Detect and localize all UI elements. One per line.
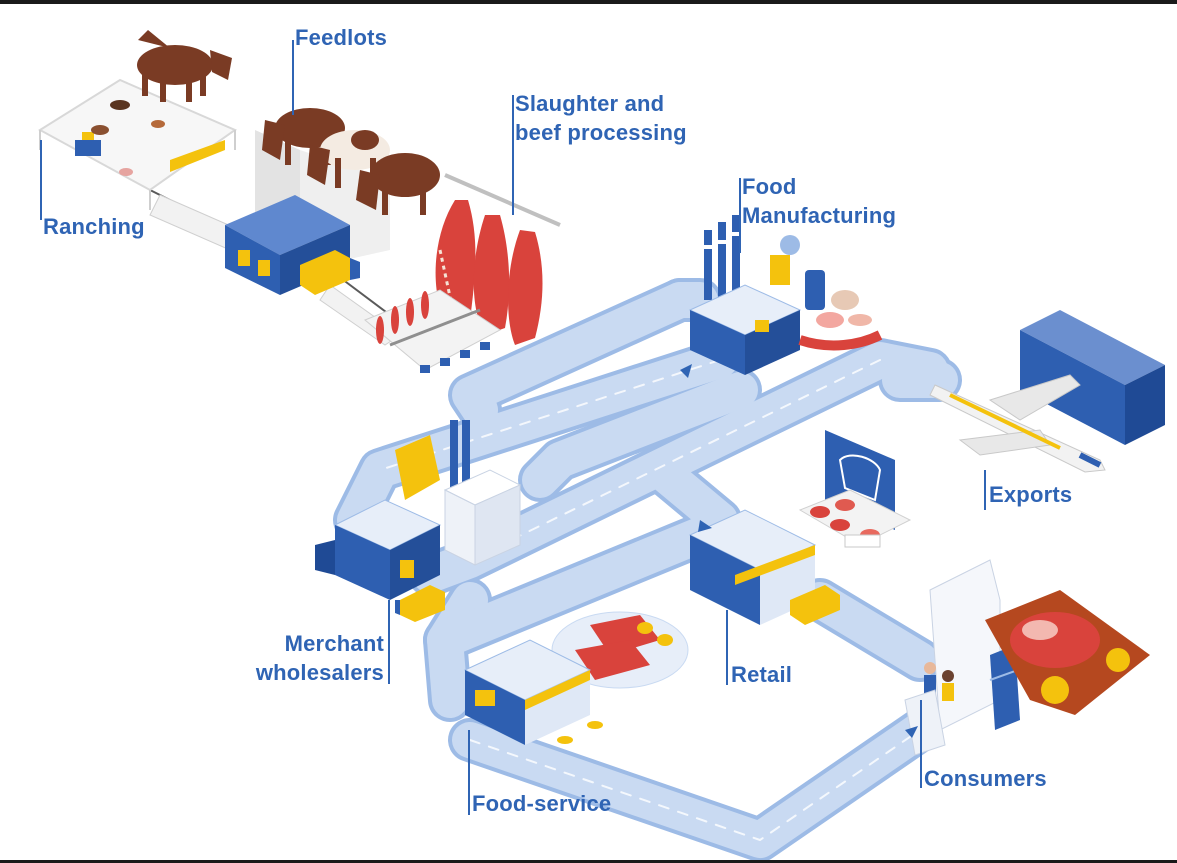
- leader-food-mfg: [739, 178, 741, 253]
- hay-bale-icon: [170, 140, 225, 172]
- steak-icon: [1010, 612, 1100, 668]
- label-consumers: Consumers: [924, 766, 1047, 791]
- food-products: [770, 235, 883, 351]
- road-network: [333, 278, 962, 862]
- factory-icon: [688, 284, 802, 375]
- consumer-kitchen: [904, 559, 1150, 756]
- leader-foodservice: [468, 730, 470, 815]
- leader-slaughter: [512, 95, 514, 215]
- delivery-van-icon: [790, 585, 840, 625]
- truck-icon: [300, 250, 360, 295]
- chimney-icon: [704, 215, 740, 300]
- leader-retail: [726, 610, 728, 685]
- flow-arrows: [680, 364, 918, 738]
- feedlot: [225, 108, 440, 295]
- label-foodservice: Food-service: [472, 791, 612, 816]
- steak-icon: [575, 640, 650, 680]
- label-ranching: Ranching: [43, 214, 145, 239]
- ranch: [38, 30, 238, 210]
- warehouse-icon: [315, 499, 442, 600]
- truck-icon: [395, 585, 445, 622]
- lemon-icon: [637, 622, 653, 634]
- meat-display: [798, 489, 912, 548]
- label-merchant-wholesalers: Merchant wholesalers: [255, 631, 384, 685]
- leader-consumers: [920, 700, 922, 788]
- top-border: [0, 0, 1177, 4]
- label-feedlots: Feedlots: [295, 25, 388, 50]
- leader-ranching: [40, 140, 42, 220]
- label-slaughter: Slaughter and beef processing: [515, 91, 687, 145]
- label-food-manufacturing: Food Manufacturing: [742, 174, 897, 228]
- restaurant: [463, 611, 689, 745]
- shipping-container-icon: [1020, 310, 1165, 445]
- pallet-stack: [443, 469, 522, 566]
- food-factory: [688, 215, 883, 375]
- leader-feedlots: [292, 40, 294, 115]
- leader-merchant: [388, 600, 390, 684]
- cow-icon: [356, 153, 440, 215]
- lemon-icon: [1041, 676, 1069, 704]
- label-retail: Retail: [731, 662, 793, 687]
- warehouse: [315, 420, 522, 622]
- slaughter-house: [364, 173, 561, 373]
- cow-icon: [137, 30, 232, 102]
- retail-store: [688, 430, 912, 625]
- bottom-border: [0, 860, 1177, 863]
- leader-exports: [984, 470, 986, 510]
- cow-icon: [262, 108, 345, 165]
- feeder-icon: [75, 140, 101, 156]
- forklift-icon: [395, 420, 470, 500]
- cow-icon: [307, 130, 390, 188]
- people-icon: [924, 662, 954, 701]
- airplane-icon: [929, 374, 1106, 473]
- store-icon: [688, 509, 817, 625]
- restaurant-icon: [463, 639, 592, 745]
- label-exports: Exports: [989, 482, 1073, 507]
- cutting-board: [985, 590, 1150, 715]
- exports-area: [929, 310, 1165, 473]
